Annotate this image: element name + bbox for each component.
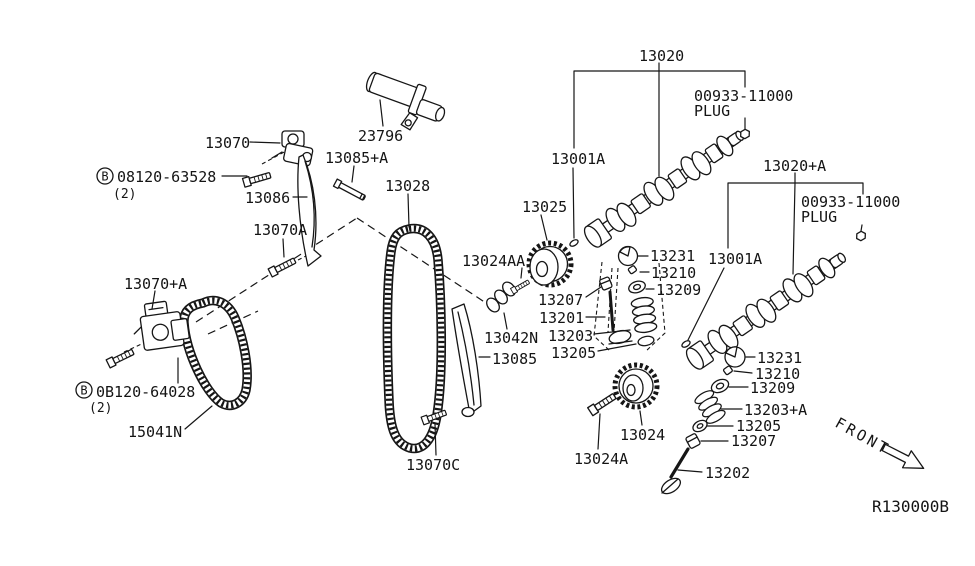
circled-b-icon: B [96, 167, 114, 185]
balancer-guide-drawing [297, 154, 322, 267]
label-13201: 13201 [539, 309, 584, 327]
exhaust-lifter-drawing [724, 346, 746, 368]
label-13070A: 13070A [253, 221, 307, 239]
balancer-tensioner-bolt-drawing [105, 347, 136, 369]
intake-lifter-drawing [617, 245, 639, 267]
intake-cam-plug-drawing [740, 128, 750, 140]
label-plug2-number: 00933-11000 [801, 193, 900, 211]
crank-sensor-drawing [365, 71, 446, 131]
intake-cam-sprocket-drawing [526, 240, 574, 288]
label-13070C: 13070C [406, 456, 460, 474]
timing-chain-drawing [382, 223, 447, 454]
svg-text:B: B [80, 384, 87, 398]
circled-b-icon-2: B [75, 381, 93, 399]
intake-valve-seal-drawing [599, 276, 613, 291]
camshaft-intake-drawing [579, 121, 751, 253]
label-13203+A: 13203+A [744, 401, 807, 419]
label-13086: 13086 [245, 189, 290, 207]
label-13203: 13203 [548, 327, 593, 345]
label-13001A-intake: 13001A [551, 150, 605, 168]
front-arrow-icon [881, 443, 925, 469]
label-13024: 13024 [620, 426, 665, 444]
exhaust-valve-seal-drawing [685, 433, 701, 449]
label-bracket-bolt-qty: (2) [113, 187, 136, 202]
label-13210-exhaust: 13210 [755, 365, 800, 383]
svg-text:B: B [101, 170, 108, 184]
balancer-bracket-bolt-drawing [241, 170, 273, 188]
label-13231-intake: 13231 [650, 247, 695, 265]
label-13207-intake: 13207 [538, 291, 583, 309]
exhaust-cam-plug-drawing [856, 230, 866, 242]
label-13202: 13202 [705, 464, 750, 482]
label-13209-exhaust: 13209 [750, 379, 795, 397]
label-13001A-exhaust: 13001A [708, 250, 762, 268]
label-13042N: 13042N [484, 329, 538, 347]
intake-valve-spring-drawing [630, 295, 658, 335]
label-13020: 13020 [639, 47, 684, 65]
label-bracket-bolt: 08120-63528 [117, 168, 216, 186]
exhaust-dowel-pin-drawing [681, 340, 691, 348]
intake-retainer-drawing [628, 280, 646, 294]
leader-lines [151, 99, 756, 473]
label-13028: 13028 [385, 177, 430, 195]
exhaust-valve-drawing [660, 447, 690, 495]
exhaust-sprocket-bolt-drawing [587, 391, 618, 417]
exhaust-cam-sprocket-drawing [612, 362, 660, 410]
label-plug1-number: 00933-11000 [694, 87, 793, 105]
exhaust-valve-spring-drawing [692, 387, 728, 427]
timing-slack-guide-drawing [451, 303, 482, 418]
label-15041N: 15041N [128, 423, 182, 441]
label-13025: 13025 [522, 198, 567, 216]
guide-pin-drawing [332, 178, 366, 201]
label-13209-intake: 13209 [656, 281, 701, 299]
balancer-tensioner-drawing [133, 300, 190, 351]
label-plug1-word: PLUG [694, 102, 730, 120]
label-13207-exhaust: 13207 [731, 432, 776, 450]
balancer-tensioner-bracket-drawing [271, 130, 314, 167]
intake-dowel-pin-drawing [569, 239, 579, 247]
exhaust-shim-drawing [722, 365, 733, 376]
intake-cam-bracket-lines [572, 62, 746, 239]
label-13020+A: 13020+A [763, 157, 826, 175]
bolt-axis-dashes-guide [297, 252, 313, 261]
label-23796: 23796 [358, 127, 403, 145]
intake-shim-drawing [627, 265, 638, 275]
exhaust-spring-seat-drawing [692, 419, 708, 433]
label-13210-intake: 13210 [651, 264, 696, 282]
bolt-axis-dashes-top [261, 150, 287, 165]
label-13205-intake: 13205 [551, 344, 596, 362]
label-13024A: 13024A [574, 450, 628, 468]
label-13070: 13070 [205, 134, 250, 152]
intake-spring-seat-drawing [637, 335, 655, 347]
label-13085+A: 13085+A [325, 149, 388, 167]
bolt-axis-dashes-left [123, 341, 147, 353]
drawing-code: R130000B [872, 497, 949, 516]
exhaust-retainer-drawing [710, 378, 730, 394]
intake-valve-drawing [608, 290, 633, 345]
label-13231-exhaust: 13231 [757, 349, 802, 367]
exhaust-cam-bracket-lines [687, 172, 864, 341]
label-13205-exhaust: 13205 [736, 417, 781, 435]
balancer-guide-bolt-drawing [267, 255, 298, 278]
label-13085: 13085 [492, 350, 537, 368]
label-13070+A: 13070+A [124, 275, 187, 293]
label-tensioner-bolt: 0B120-64028 [96, 383, 195, 401]
intake-valve-phantom [593, 261, 666, 353]
label-13024AA: 13024AA [462, 252, 525, 270]
label-tensioner-bolt-qty: (2) [89, 401, 112, 416]
joint-links-drawing [486, 281, 516, 313]
intake-sprocket-washer-drawing [510, 278, 531, 295]
label-plug2-word: PLUG [801, 208, 837, 226]
